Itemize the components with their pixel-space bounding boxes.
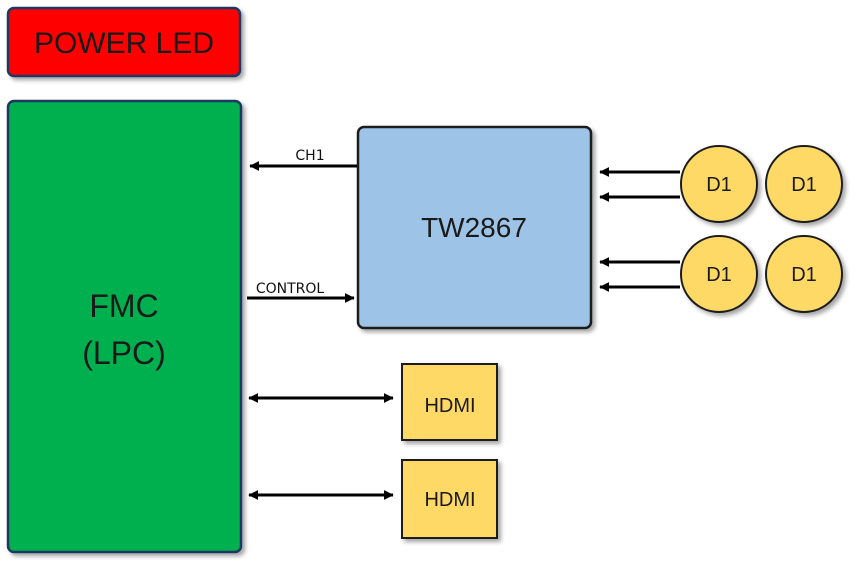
input-source-2: D1: [765, 145, 843, 223]
hdmi-1-box: [401, 363, 498, 441]
input-source-1-label: D1: [706, 174, 732, 196]
tw2867-box: [356, 125, 593, 330]
input-source-4-label: D1: [791, 264, 817, 286]
input-source-1-circle: [680, 145, 758, 223]
input-source-2-circle: [765, 145, 843, 223]
input-source-3-label: D1: [706, 264, 732, 286]
power-led-label: POWER LED: [34, 27, 214, 60]
ch1-label: CH1: [295, 148, 324, 164]
input-source-2-label: D1: [791, 174, 817, 196]
fmc-label-line1: FMC: [89, 288, 158, 324]
control-label: CONTROL: [256, 281, 325, 297]
hdmi-2-box: [401, 459, 498, 539]
power-led-box: [6, 6, 242, 78]
input-source-3-circle: [680, 235, 758, 313]
control-connection: CONTROL: [247, 281, 355, 303]
fmc-label-line2: (LPC): [82, 335, 166, 371]
input-source-1: D1: [680, 145, 758, 223]
hdmi-block-1: HDMI: [248, 363, 498, 441]
fmc-block: FMC (LPC): [6, 99, 243, 554]
input-source-4: D1: [765, 235, 843, 313]
tw2867-block: TW2867: [356, 125, 593, 330]
input-arrows: [599, 167, 680, 292]
fmc-box: [6, 99, 243, 554]
hdmi-block-2: HDMI: [248, 459, 498, 539]
input-source-3: D1: [680, 235, 758, 313]
hdmi-2-label: HDMI: [424, 489, 475, 511]
hdmi-1-label: HDMI: [424, 395, 475, 417]
ch1-connection: CH1: [249, 148, 357, 171]
input-source-4-circle: [765, 235, 843, 313]
tw2867-label: TW2867: [421, 212, 527, 243]
power-led-block: POWER LED: [6, 6, 242, 78]
